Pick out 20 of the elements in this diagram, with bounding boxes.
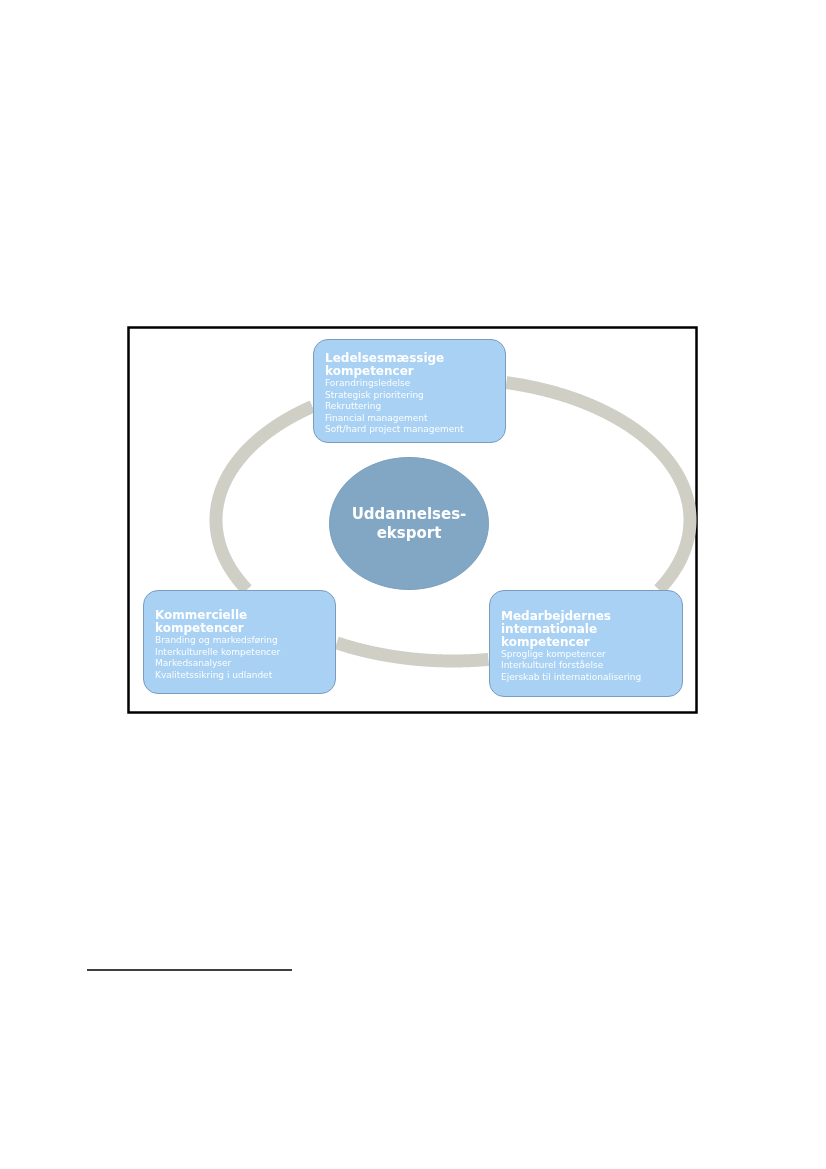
competence-heading: Medarbejdernes internationale kompetencer bbox=[501, 609, 612, 649]
center-label: Uddannelses- eksport bbox=[350, 504, 468, 543]
competence-box bbox=[313, 339, 506, 443]
competence-box bbox=[489, 590, 683, 697]
competence-item: Forandringsledelse bbox=[325, 378, 412, 390]
competence-item: Interkulturelle kompetencer bbox=[155, 646, 282, 658]
competence-item: Soft/hard project management bbox=[325, 424, 465, 436]
competence-heading: Ledelsesmæssige kompetencer bbox=[325, 352, 446, 379]
competence-item: Rekruttering bbox=[325, 401, 383, 413]
competence-item: Interkulturel forståelse bbox=[501, 660, 605, 672]
center-ellipse bbox=[329, 457, 489, 590]
competence-item: Sproglige kompetencer bbox=[501, 648, 607, 660]
competence-item: Financial management bbox=[325, 412, 429, 425]
competence-item: Markedsanalyser bbox=[155, 658, 233, 670]
competence-item: Ejerskab til internationalisering bbox=[501, 671, 643, 684]
competence-box bbox=[143, 590, 336, 694]
competence-item: Branding og markedsføring bbox=[155, 635, 279, 647]
competence-item: Kvalitetssikring i udlandet bbox=[155, 669, 274, 681]
competence-item: Strategisk prioritering bbox=[325, 389, 425, 402]
competence-heading: Kommercielle kompetencer bbox=[155, 609, 249, 635]
